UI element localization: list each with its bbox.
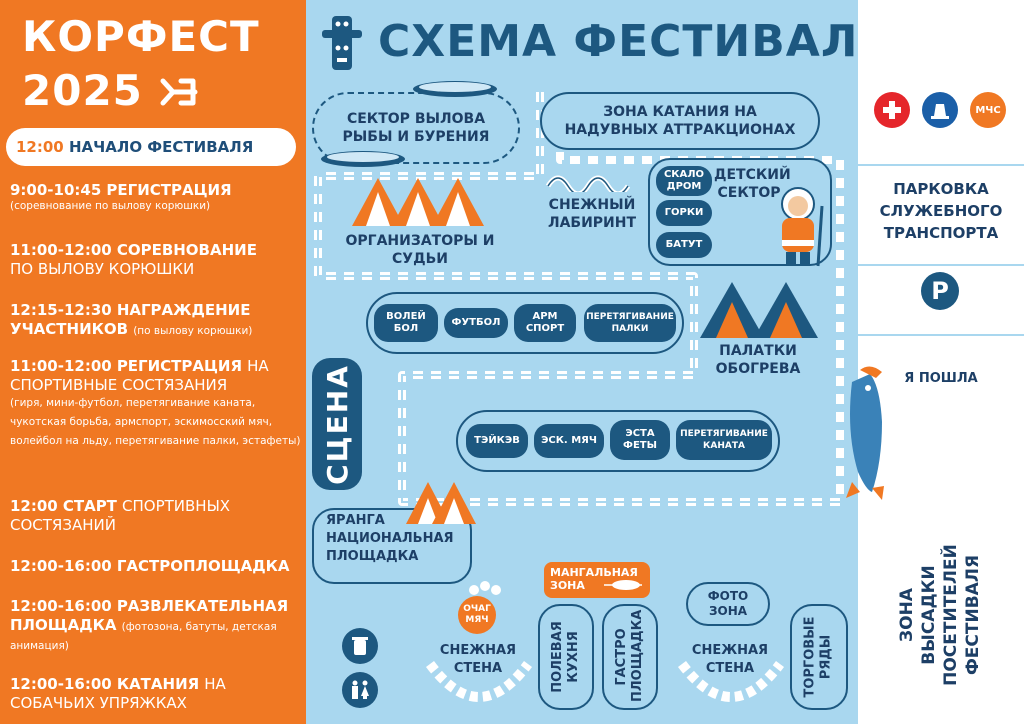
volleyball-chip: ВОЛЕЙ БОЛ [374, 304, 438, 342]
parking-title: ПАРКОВКА СЛУЖЕБНОГО ТРАНСПОРТА [879, 180, 1003, 242]
parking-sign: P [921, 272, 959, 310]
hearth-ball-badge: ОЧАГ МЯЧ [458, 596, 496, 634]
trade-rows: ТОРГОВЫЕ РЯДЫ [790, 604, 848, 710]
slides-chip: ГОРКИ [656, 200, 712, 226]
schedule-panel: КОРФЕСТ 2025 12:00 НАЧАЛО ФЕСТИВАЛЯ 9:00… [0, 0, 306, 724]
snow-wall-label: СНЕЖНАЯ СТЕНА [691, 643, 769, 676]
divider [858, 264, 1024, 266]
inflatables-zone: ЗОНА КАТАНИЯ НА НАДУВНЫХ АТТРАКЦИОНАХ [540, 92, 820, 150]
trash-bin-icon [342, 628, 378, 664]
schedule-item: 12:00 СТАРТ СПОРТИВНЫХ СОСТЯЗАНИЙ [10, 497, 231, 534]
organizers-label: ОРГАНИЗАТОРЫ И СУДЬИ [345, 233, 495, 267]
schedule-item: 12:00-16:00 КАТАНИЯ НА СОБАЧЬИХ УПРЯЖКАХ [10, 675, 226, 712]
restroom-icon [342, 672, 378, 708]
snow-wall-arc [425, 660, 533, 702]
totem-icon [322, 16, 362, 70]
heating-tents-label: ПАЛАТКИ ОБОГРЕВА [715, 343, 801, 377]
grill-zone: МАНГАЛЬНАЯ ЗОНА [544, 562, 650, 598]
divider [858, 164, 1024, 166]
football-chip: ФУТБОЛ [444, 308, 508, 338]
fish-skewer-icon [604, 580, 642, 590]
gastro-area: ГАСТРО ПЛОЩАДКА [602, 604, 658, 710]
child-in-parka-icon [781, 187, 824, 267]
field-kitchen: ПОЛЕВАЯ КУХНЯ [538, 604, 594, 710]
dropoff-zone-label: ЗОНА ВЫСАДКИ ПОСЕТИТЕЛЕЙ ФЕСТИВАЛЯ [897, 544, 984, 686]
maze-icon [546, 175, 631, 192]
ice-hole-icon [321, 151, 405, 167]
mchs-badge-icon: МЧС [970, 92, 1006, 128]
stick-pulling-chip: ПЕРЕТЯГИВАНИЕ ПАЛКИ [584, 304, 676, 342]
first-aid-icon [874, 92, 910, 128]
schedule-item: 9:00-10:45 РЕГИСТРАЦИЯ (соревнование по … [10, 181, 232, 212]
map-title: СХЕМА ФЕСТИВАЛЯ [378, 16, 894, 67]
police-light-icon [922, 92, 958, 128]
fish-mascot-icon [846, 366, 884, 500]
rope-pulling-chip: ПЕРЕТЯГИВАНИЕ КАНАТА [676, 420, 772, 460]
logo-year: 2025 [22, 68, 199, 114]
fish-logo-icon [160, 78, 198, 106]
mascot-speech-bubble: Я ПОШЛА [888, 360, 994, 396]
snow-maze-label: СНЕЖНЫЙ ЛАБИРИНТ [547, 197, 637, 231]
teykev-chip: ТЭЙКЭВ [466, 424, 528, 458]
paw-icon [469, 581, 501, 595]
tent-icon [406, 482, 476, 524]
tent-icon [700, 282, 818, 338]
ice-hole-icon [413, 81, 497, 97]
kids-sector-label: ДЕТСКИЙ СЕКТОР [714, 167, 791, 201]
snow-wall-label: СНЕЖНАЯ СТЕНА [439, 643, 517, 676]
climbing-wall-chip: СКАЛО ДРОМ [656, 166, 712, 196]
schedule-item: 12:00-16:00 РАЗВЛЕКАТЕЛЬНАЯ ПЛОЩАДКА (фо… [10, 597, 289, 652]
schedule-item: 12:15-12:30 НАГРАЖДЕНИЕ УЧАСТНИКОВ (по в… [10, 301, 253, 338]
relay-chip: ЭСТА ФЕТЫ [610, 420, 670, 460]
armsport-chip: АРМ СПОРТ [514, 304, 576, 342]
schedule-item: 11:00-12:00 РЕГИСТРАЦИЯ НА СПОРТИВНЫЕ СО… [10, 357, 301, 447]
trampoline-chip: БАТУТ [656, 232, 712, 258]
stage: СЦЕНА [312, 358, 362, 490]
divider [858, 334, 1024, 336]
festival-start-badge: 12:00 НАЧАЛО ФЕСТИВАЛЯ [6, 128, 296, 166]
eskimo-ball-chip: ЭСК. МЯЧ [534, 424, 604, 458]
schedule-item: 11:00-12:00 СОРЕВНОВАНИЕ ПО ВЫЛОВУ КОРЮШ… [10, 241, 257, 278]
yaranga-label: ЯРАНГА НАЦИОНАЛЬНАЯ ПЛОЩАДКА [326, 513, 454, 564]
fishing-sector: СЕКТОР ВЫЛОВА РЫБЫ И БУРЕНИЯ [312, 92, 520, 164]
logo-title: КОРФЕСТ [22, 12, 260, 61]
snow-wall-arc [677, 660, 785, 702]
photo-zone: ФОТО ЗОНА [686, 582, 770, 626]
tent-icon [352, 178, 484, 226]
schedule-item: 12:00-16:00 ГАСТРОПЛОЩАДКА [10, 557, 290, 575]
